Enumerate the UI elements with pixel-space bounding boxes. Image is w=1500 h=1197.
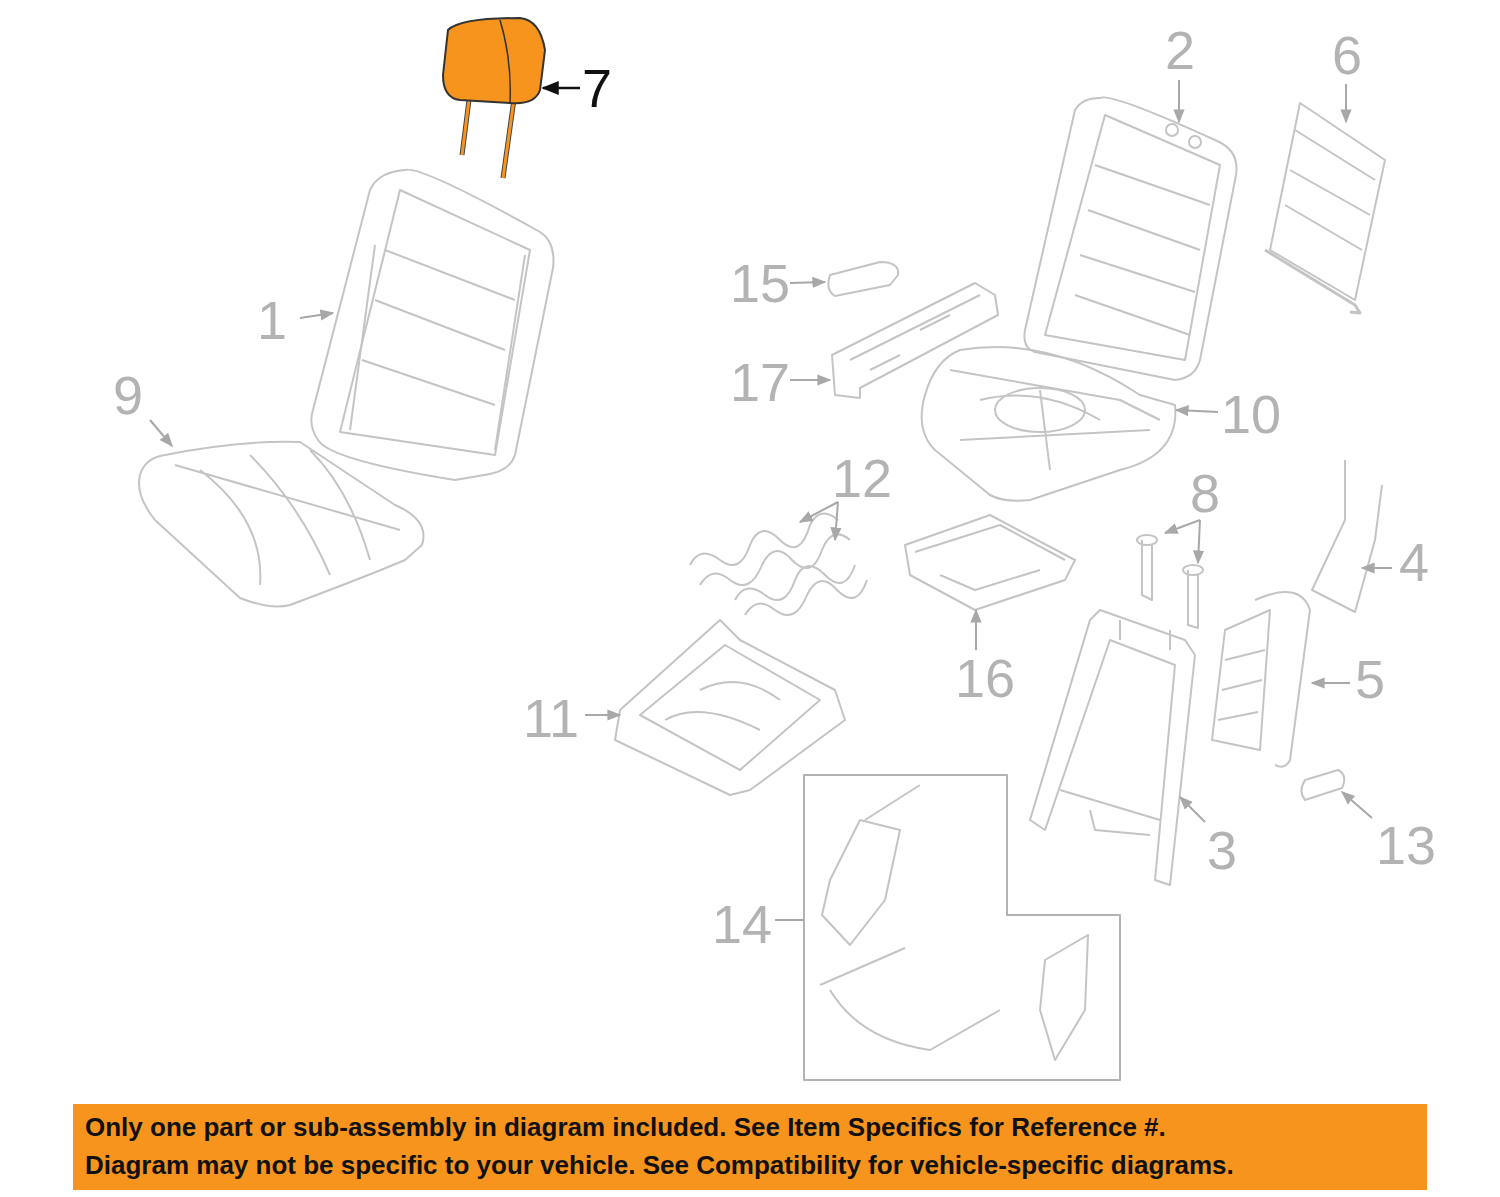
callout-number: 7	[582, 61, 612, 115]
callout-number: 11	[523, 691, 579, 745]
callout-number: 9	[113, 368, 143, 422]
callout-number: 12	[832, 451, 892, 505]
callout-number: 16	[955, 651, 1015, 705]
callout-number: 1	[257, 293, 287, 347]
callout-number: 6	[1332, 28, 1362, 82]
callout-number: 13	[1376, 818, 1436, 872]
callout-number: 2	[1165, 23, 1195, 77]
notice-text: Diagram may not be specific to your vehi…	[85, 1146, 1415, 1184]
leader-lines	[150, 80, 1392, 920]
callout-number: 17	[730, 355, 790, 409]
headrest	[443, 18, 545, 178]
notice-text: Only one part or sub-assembly in diagram…	[85, 1108, 1415, 1146]
callout-number: 3	[1207, 823, 1237, 877]
callout-number: 10	[1221, 387, 1281, 441]
parts-outline	[139, 97, 1385, 1080]
callout-number: 14	[712, 897, 772, 951]
leader-line	[543, 87, 580, 90]
callout-number: 8	[1190, 466, 1220, 520]
callout-number: 15	[730, 256, 790, 310]
notice-banner: Only one part or sub-assembly in diagram…	[73, 1104, 1427, 1190]
callout-number: 5	[1355, 652, 1385, 706]
callout-number: 4	[1399, 535, 1429, 589]
